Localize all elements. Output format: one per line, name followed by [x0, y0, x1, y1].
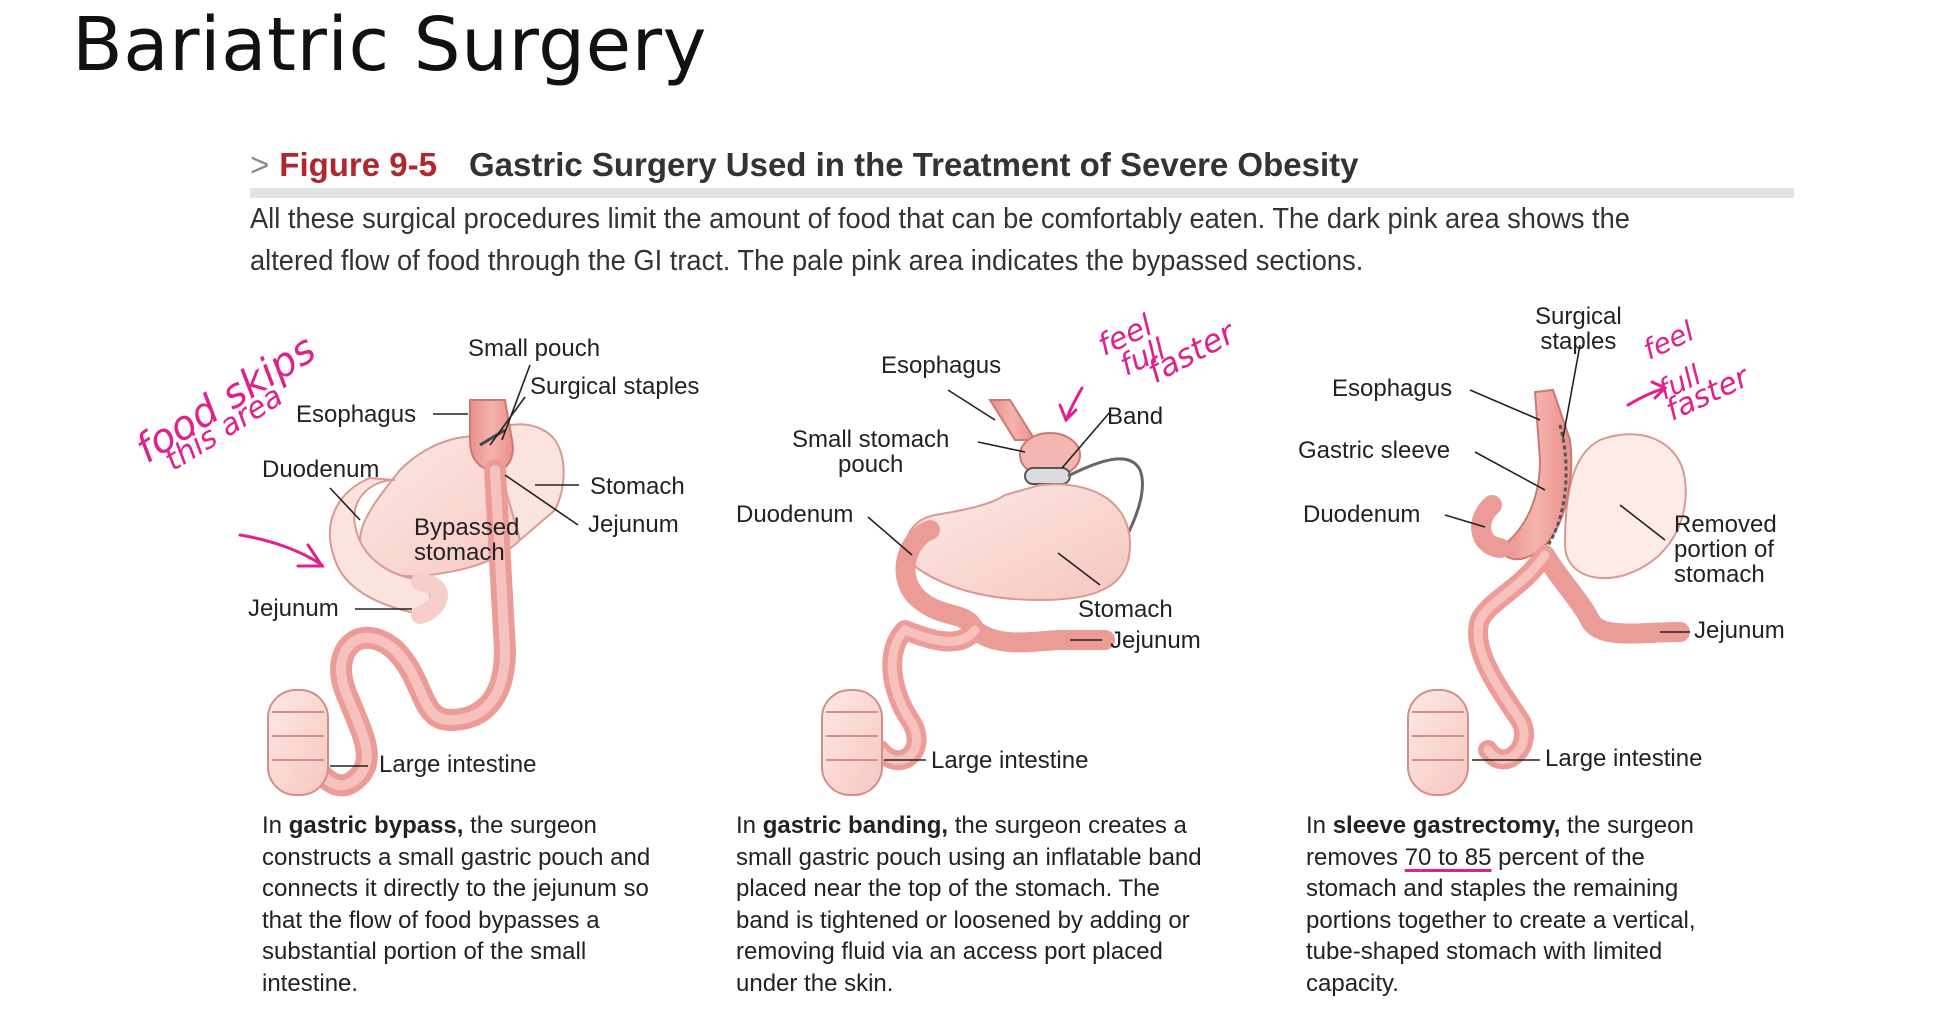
label-surgical-staples: Surgical staples [1535, 303, 1622, 355]
removed-stomach-shape [1563, 433, 1687, 580]
label-gastric-sleeve: Gastric sleeve [1298, 437, 1451, 464]
annotation-arrow-icon [1626, 386, 1667, 407]
label-jejunum: Jejunum [1110, 627, 1201, 654]
label-band: Band [1107, 403, 1164, 430]
banding-illustration [821, 389, 1144, 796]
figure-arrow-icon: > [250, 146, 270, 183]
desc-text: the surgeon creates a small gastric pouc… [736, 812, 1202, 997]
label-duodenum: Duodenum [736, 501, 854, 528]
label-large-intestine: Large intestine [379, 751, 537, 778]
label-surgical-staples: Surgical staples [530, 373, 700, 400]
bypass-illustration [267, 364, 579, 797]
label-esophagus: Esophagus [881, 352, 1002, 379]
desc-bold: gastric bypass, [288, 812, 464, 839]
label-small-stomach-pouch: Small stomach pouch [792, 426, 950, 478]
figure-header: >Figure 9-5 Gastric Surgery Used in the T… [250, 146, 1794, 198]
label-bypassed-stomach: Bypassed stomach [414, 514, 520, 566]
desc-text: the surgeon removes [1306, 812, 1694, 871]
sleeve-description: In sleeve gastrectomy, the surgeon remov… [1306, 810, 1736, 999]
banding-description: In gastric banding, the surgeon creates … [736, 810, 1216, 999]
label-removed-portion: Removed portion of stomach [1674, 511, 1777, 588]
desc-highlight: 70 to 85 [1404, 843, 1492, 871]
desc-text: percent of the stomach and staples the r… [1306, 843, 1696, 997]
annotation-arrow-icon [1064, 386, 1084, 422]
label-duodenum: Duodenum [262, 456, 380, 483]
label-jejunum: Jejunum [1694, 617, 1785, 644]
desc-text: In [736, 812, 763, 839]
label-jejunum: Jejunum [588, 511, 679, 538]
desc-text: In [262, 812, 289, 839]
banding-stomach-shape [904, 483, 1132, 602]
sleeve-large-intestine-shape [1407, 689, 1469, 796]
figure-caption: All these surgical procedures limit the … [250, 203, 1630, 277]
label-small-pouch: Small pouch [468, 335, 601, 362]
annotation-arrow-icon [238, 533, 324, 567]
desc-bold: gastric banding, [762, 812, 949, 839]
figure-number: Figure 9-5 [279, 146, 437, 183]
banding-large-intestine-shape [821, 689, 883, 796]
label-esophagus: Esophagus [296, 401, 417, 428]
label-large-intestine: Large intestine [931, 747, 1089, 774]
label-esophagus: Esophagus [1332, 375, 1453, 402]
slide-title: Bariatric Surgery [72, 2, 707, 88]
figure-title: Gastric Surgery Used in the Treatment of… [468, 146, 1359, 183]
desc-text: In [1306, 812, 1333, 839]
sleeve-illustration [1407, 344, 1690, 796]
bypass-description: In gastric bypass, the surgeon construct… [262, 810, 672, 999]
label-jejunum: Jejunum [248, 595, 339, 622]
label-large-intestine: Large intestine [1545, 745, 1703, 772]
desc-text: the surgeon constructs a small gastric p… [262, 812, 651, 997]
desc-bold: sleeve gastrectomy, [1332, 812, 1561, 839]
bypass-esophagus-shape [469, 399, 514, 472]
label-duodenum: Duodenum [1303, 501, 1421, 528]
bypass-large-intestine-shape [267, 689, 329, 796]
band-shape [1024, 467, 1071, 485]
gastric-sleeve-shape [1498, 388, 1573, 561]
label-stomach: Stomach [590, 473, 685, 500]
annotation-strokes [238, 380, 1668, 568]
sleeve-jejunum-path [1468, 545, 1690, 770]
label-stomach: Stomach [1078, 596, 1173, 623]
